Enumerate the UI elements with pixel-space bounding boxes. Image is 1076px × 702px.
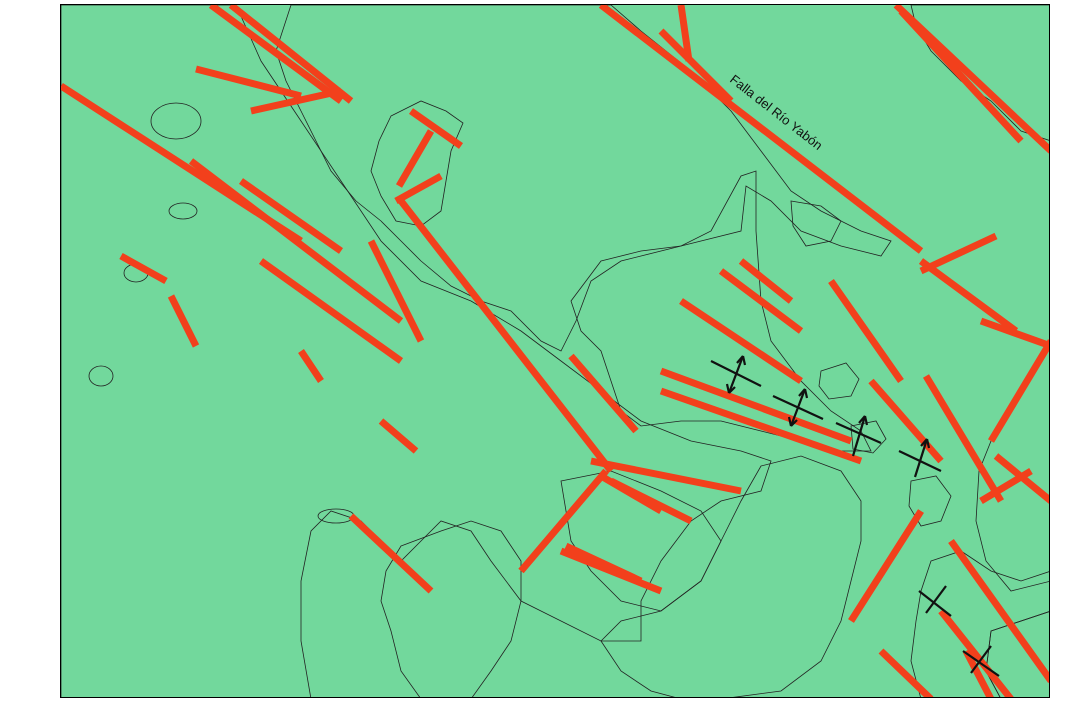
fault-segment xyxy=(395,129,435,188)
pink-unit-central xyxy=(570,170,872,452)
fault-segment xyxy=(659,367,853,445)
fault-segment xyxy=(679,298,803,384)
fault-segment xyxy=(228,5,354,104)
pink-patch-west-2 xyxy=(88,365,114,387)
fault-segment xyxy=(208,5,344,104)
fault-segment xyxy=(828,278,904,384)
fault-segment xyxy=(919,232,998,275)
yellow-patch-east-1 xyxy=(818,362,860,400)
fault-segment xyxy=(948,538,1049,684)
pink-unit-north xyxy=(370,100,464,227)
fault-lines xyxy=(61,5,1049,697)
fault-segment xyxy=(987,339,1049,443)
yellow-patch-east-3 xyxy=(790,200,842,247)
fault-segment xyxy=(922,374,1005,503)
fault-segment xyxy=(408,108,464,149)
hatched-unit-area xyxy=(61,5,772,697)
fault-segment xyxy=(398,198,614,474)
yellow-unit-south xyxy=(600,455,862,697)
fault-segment xyxy=(564,542,643,585)
fault-segment xyxy=(898,8,1024,144)
fault-segment xyxy=(598,5,924,254)
yellow-patch-east-4 xyxy=(850,420,887,454)
map-canvas: Falla del Río Yabón xyxy=(61,5,1049,697)
fault-segment xyxy=(250,87,342,115)
fault-segment xyxy=(568,353,639,434)
fault-segment xyxy=(677,5,693,62)
fault-segment xyxy=(394,172,443,205)
fault-segment xyxy=(367,239,425,343)
yellow-patch-east-2 xyxy=(908,475,952,527)
fault-segment xyxy=(979,467,1033,505)
fault-segment xyxy=(938,608,1014,697)
fold-axis-5 xyxy=(918,585,952,617)
fault-segment xyxy=(918,258,1019,334)
fault-segment xyxy=(518,468,609,574)
fault-segment xyxy=(609,477,693,525)
fold-axis-1 xyxy=(710,355,762,394)
fault-segment xyxy=(298,349,324,383)
fault-segment xyxy=(195,65,302,100)
fault-segment xyxy=(848,509,924,623)
fault-segment xyxy=(119,252,168,285)
fault-segment xyxy=(979,317,1049,350)
fault-segment xyxy=(590,457,742,495)
fault-segment xyxy=(658,28,734,104)
fault-segment xyxy=(878,648,934,697)
fault-segment xyxy=(659,387,863,465)
fault-segment xyxy=(238,178,344,254)
fold-axis-3 xyxy=(835,415,882,457)
yellow-unit-southwest xyxy=(380,520,522,697)
fault-segment xyxy=(188,158,404,324)
green-unit-background xyxy=(61,5,1049,697)
fault-segment xyxy=(559,547,663,595)
fault-segment xyxy=(962,649,994,697)
fold-axis-2 xyxy=(772,388,824,427)
fault-segment xyxy=(167,294,200,348)
fault-segment xyxy=(718,268,804,334)
fault-segment xyxy=(348,513,434,594)
fold-axis-4 xyxy=(898,438,942,478)
fold-axis-6 xyxy=(962,645,1000,677)
pink-patch-west-4 xyxy=(168,202,198,220)
fault-segment xyxy=(378,418,419,454)
fault-segment xyxy=(258,258,404,364)
yellow-unit-north xyxy=(275,5,892,352)
geologic-map: Falla del Río Yabón xyxy=(60,4,1050,698)
pink-patch-west-1 xyxy=(150,102,202,140)
fault-segment xyxy=(738,258,794,304)
